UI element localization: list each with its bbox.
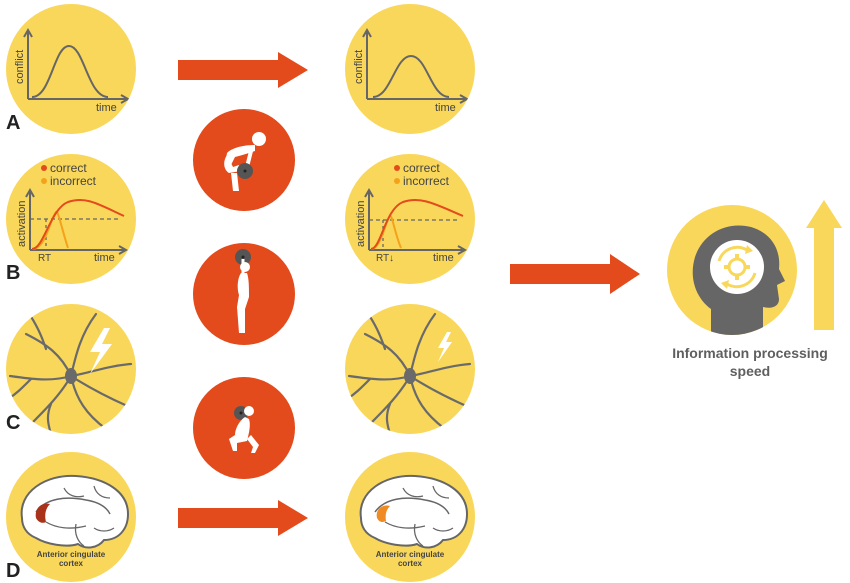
exercise-squat: [193, 377, 295, 479]
row-letter-b: B: [6, 262, 21, 284]
result-circle: [667, 205, 797, 335]
time-xlabel: time: [94, 252, 115, 264]
neuron-after: [345, 310, 475, 434]
weightlifter-squat-icon: [229, 406, 259, 453]
rt-label: RT: [376, 253, 389, 264]
rt-label: RT: [38, 253, 51, 264]
result-caption: Information processing speed: [650, 344, 850, 380]
result-caption-line2: speed: [729, 363, 771, 379]
panel-d-after: Anterior cingulate cortex: [345, 452, 475, 582]
panel-b-after: correct incorrect activation RT ↓ time: [345, 154, 475, 284]
brain-before: [20, 474, 130, 549]
panel-c-before: [6, 304, 136, 434]
row-letter-a: A: [6, 112, 21, 134]
legend-dot-correct: [41, 165, 47, 171]
panel-a-before: conflict time: [6, 4, 136, 134]
acc-label-line1: Anterior cingulate: [36, 550, 106, 559]
arrow-row-a: [178, 52, 308, 88]
acc-label-line1: Anterior cingulate: [375, 550, 445, 559]
activation-ylabel: activation: [16, 201, 28, 247]
legend-dot-incorrect: [394, 178, 400, 184]
conflict-ylabel: conflict: [353, 50, 365, 84]
time-xlabel: time: [435, 102, 456, 114]
acc-region-highlight: [376, 505, 390, 522]
acc-region-highlight: [35, 503, 50, 523]
lightning-bolt-icon: [90, 328, 112, 374]
panel-d-before: Anterior cingulate cortex: [6, 452, 136, 582]
legend-dot-correct: [394, 165, 400, 171]
legend-correct: correct: [50, 161, 87, 175]
acc-label-line2: cortex: [58, 559, 83, 568]
activation-graph-after: correct incorrect activation RT ↓ time: [355, 161, 468, 264]
lightning-bolt-icon: [438, 332, 452, 362]
acc-label-line2: cortex: [397, 559, 422, 568]
down-arrow-icon: ↓: [389, 253, 394, 264]
conflict-graph-after: conflict time: [353, 27, 470, 114]
exercise-deadlift-standing: [193, 243, 295, 345]
panel-c-after: [345, 304, 475, 434]
head-gear-icon: [692, 225, 785, 335]
panel-a-after: conflict time: [345, 4, 475, 134]
legend-incorrect: incorrect: [403, 174, 450, 188]
exercise-deadlift-start: [193, 109, 295, 211]
panel-b-before: correct incorrect activation RT time: [6, 154, 136, 284]
brain-after: [359, 474, 469, 549]
time-xlabel: time: [433, 252, 454, 264]
time-xlabel: time: [96, 102, 117, 114]
conflict-ylabel: conflict: [14, 50, 26, 84]
weightlifter-standing-icon: [235, 249, 251, 333]
row-letter-d: D: [6, 560, 21, 582]
up-arrow-icon: [806, 200, 842, 330]
result-caption-line1: Information processing: [672, 345, 828, 361]
weightlifter-bent-icon: [224, 132, 266, 191]
conflict-graph-before: conflict time: [14, 27, 131, 114]
activation-ylabel: activation: [355, 201, 367, 247]
legend-dot-incorrect: [41, 178, 47, 184]
legend-incorrect: incorrect: [50, 174, 97, 188]
arrow-to-result: [510, 254, 640, 294]
acc-label: Anterior cingulate cortex: [365, 550, 455, 568]
acc-label: Anterior cingulate cortex: [26, 550, 116, 568]
legend-correct: correct: [403, 161, 440, 175]
arrow-row-d: [178, 500, 308, 536]
activation-graph-before: correct incorrect activation RT time: [16, 161, 129, 264]
row-letter-c: C: [6, 412, 21, 434]
neuron-before: [6, 310, 136, 434]
